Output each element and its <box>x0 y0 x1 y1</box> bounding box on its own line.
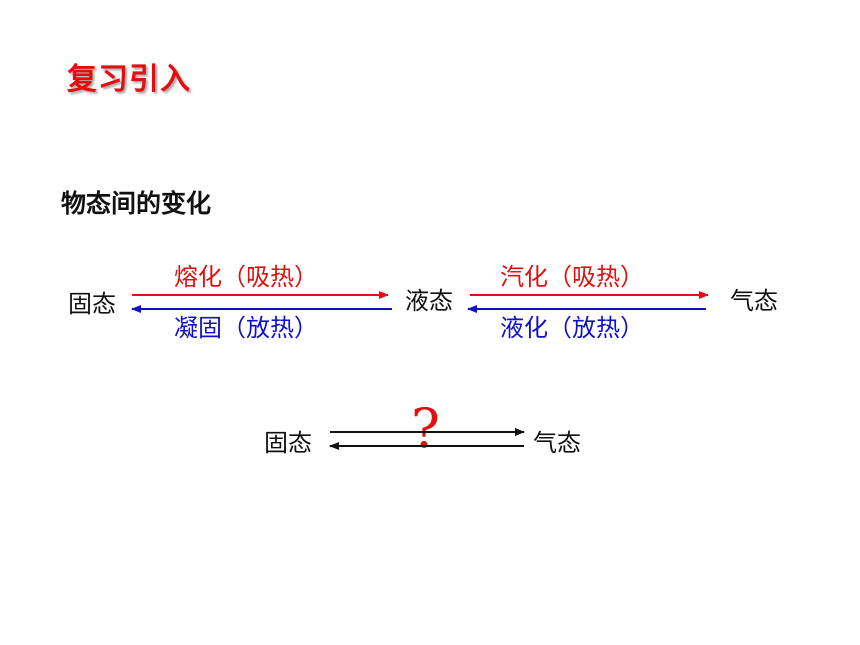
freezing-label: 凝固（放热） <box>174 314 318 342</box>
solid-state-label: 固态 <box>68 290 116 318</box>
melting-label: 熔化（吸热） <box>174 263 318 291</box>
slide-title: 复习引入 <box>67 62 191 97</box>
gas-state-label: 气态 <box>730 287 778 315</box>
question-solid-label: 固态 <box>264 429 312 457</box>
question-gas-label: 气态 <box>533 429 581 457</box>
liquid-state-label: 液态 <box>405 287 453 315</box>
liquefaction-label: 液化（放热） <box>500 314 644 342</box>
vaporization-label: 汽化（吸热） <box>500 263 644 291</box>
slide-subtitle: 物态间的变化 <box>61 189 212 218</box>
